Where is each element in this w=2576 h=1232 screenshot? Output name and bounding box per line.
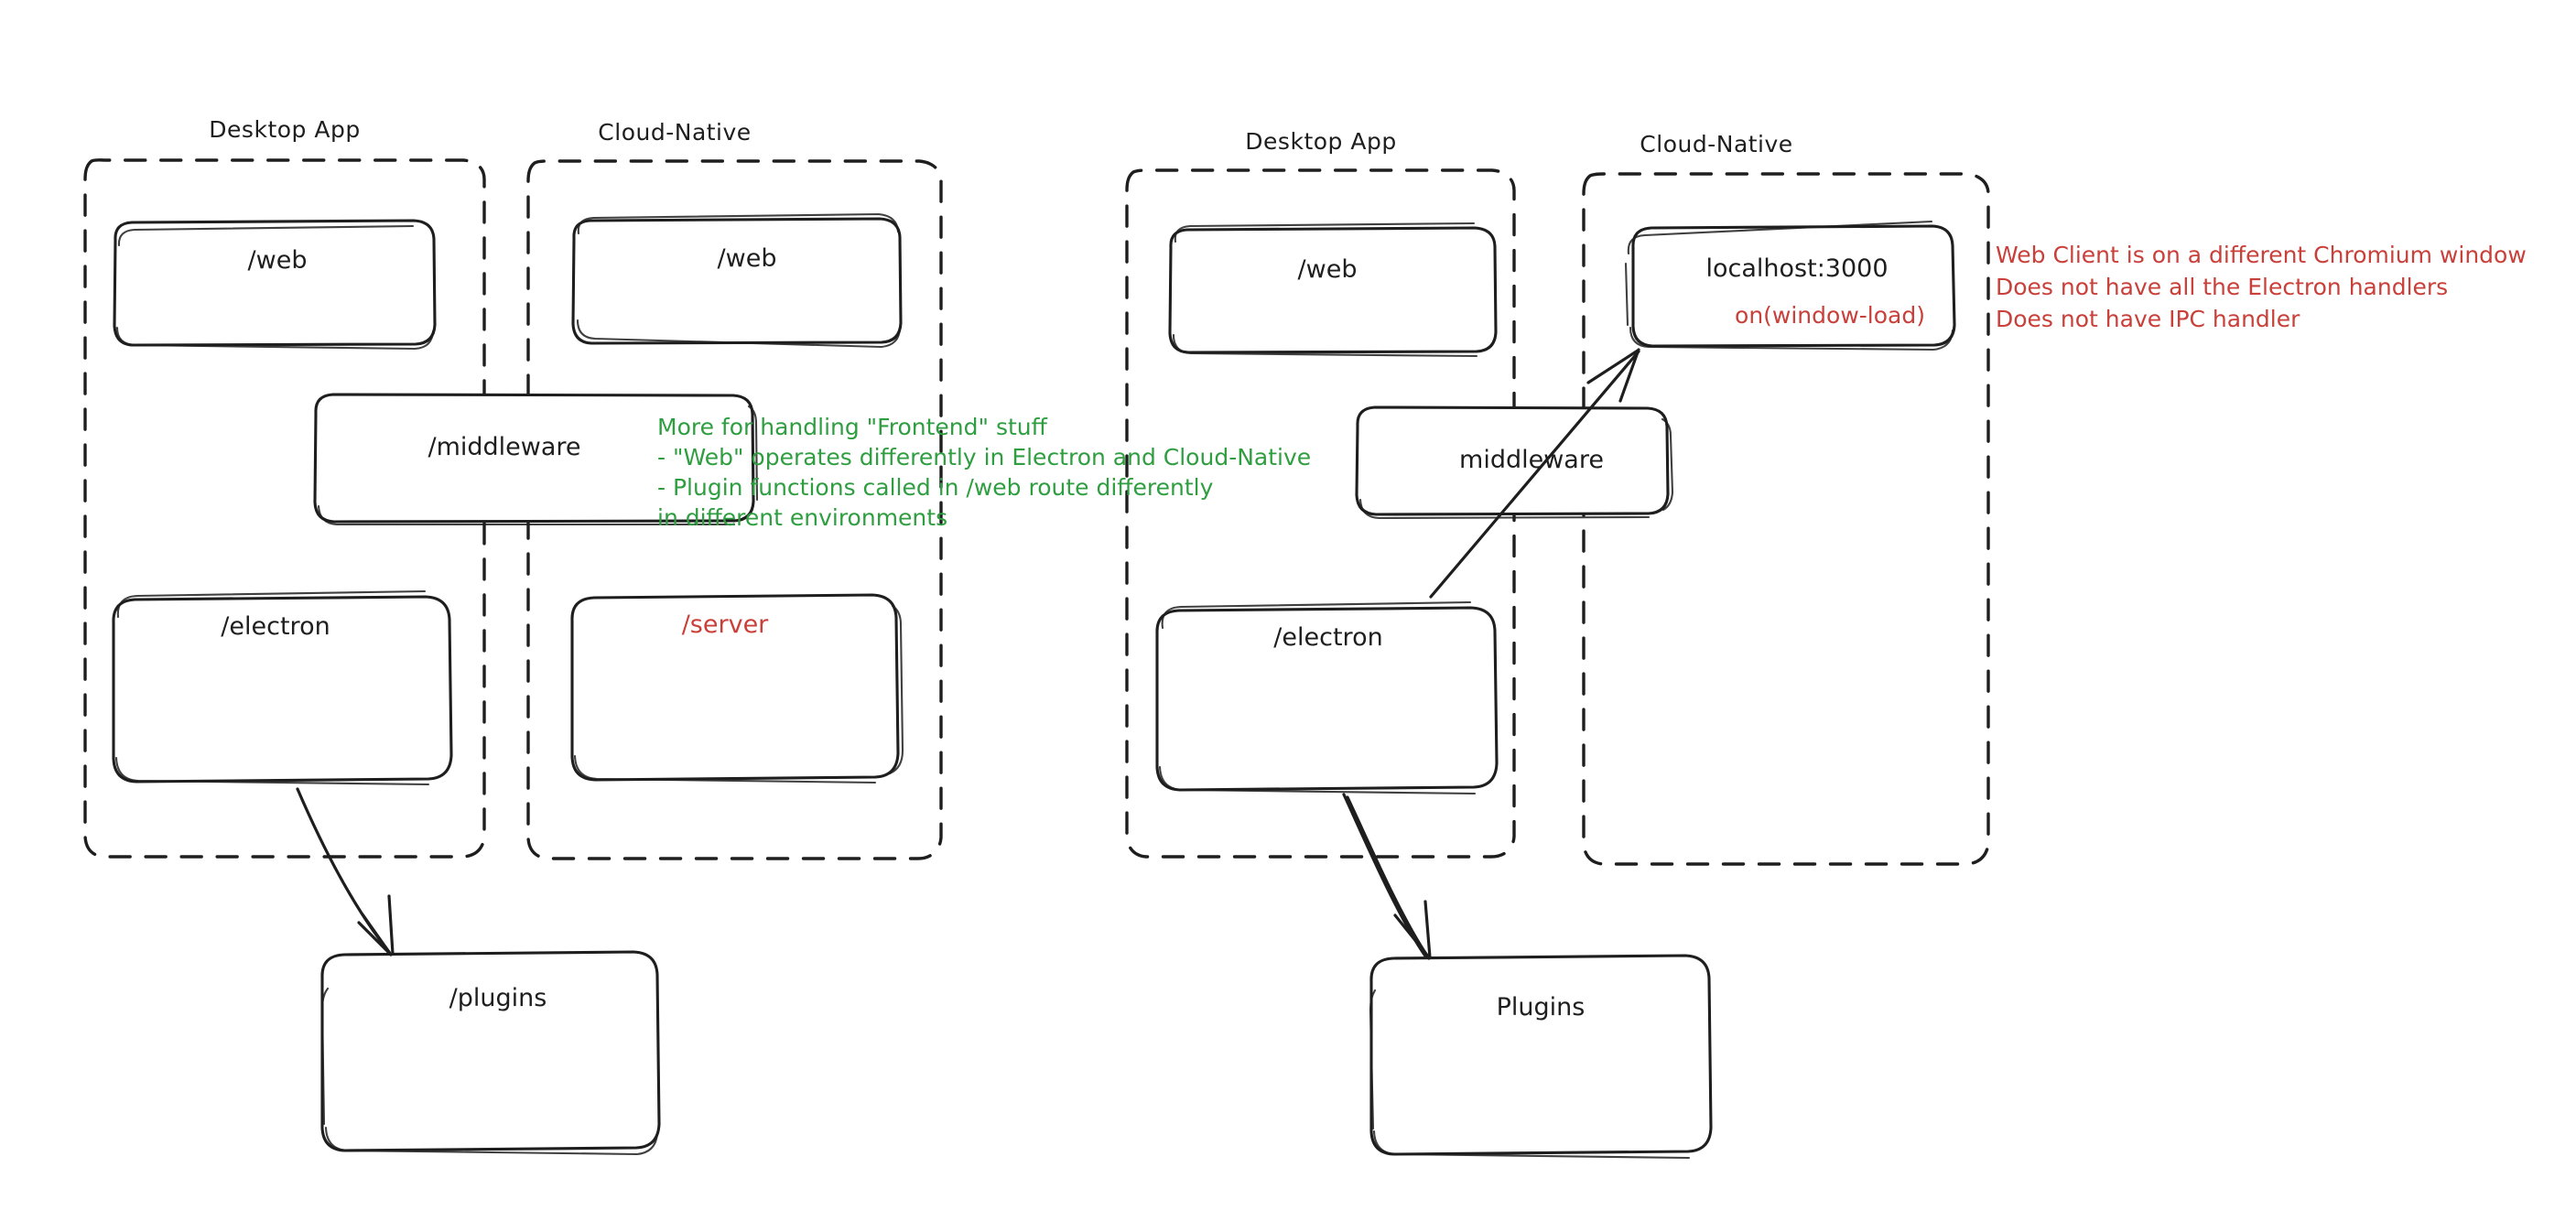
box-left-server <box>570 593 904 784</box>
group-title-left-desktop: Desktop App <box>209 116 361 143</box>
annotation-left-green-line-3: - Plugin functions called in /web route … <box>657 474 1214 501</box>
box-right-localhost <box>1624 220 1956 351</box>
group-title-right-cloud: Cloud-Native <box>1640 131 1793 157</box>
box-right-desktop-web <box>1168 222 1498 358</box>
box-left-cloud-web <box>571 212 903 349</box>
arrow-right-electron-plugins <box>1342 793 1432 960</box>
group-outline-right-desktop <box>1125 168 1516 859</box>
node-label-left-server: /server <box>681 611 769 639</box>
box-right-electron <box>1155 600 1499 795</box>
annotation-right-red-line-3: Does not have IPC handler <box>1996 306 2300 332</box>
annotation-left-green-line-2: - "Web" operates differently in Electron… <box>657 444 1312 470</box>
node-label-right-middleware: middleware <box>1459 446 1604 474</box>
annotation-right-red-line-1: Web Client is on a different Chromium wi… <box>1996 242 2527 268</box>
node-label-left-electron: /electron <box>221 612 330 641</box>
annotation-left-green-line-1: More for handling "Frontend" stuff <box>657 414 1047 440</box>
node-label-left-desktop-web: /web <box>247 246 308 275</box>
box-left-electron <box>112 589 453 786</box>
box-right-plugins <box>1369 954 1713 1160</box>
arrow-right-electron-localhost <box>1429 348 1640 599</box>
group-outline-left-desktop <box>83 158 486 859</box>
group-outline-left-cloud <box>526 159 943 860</box>
node-label-right-localhost: localhost:3000 <box>1705 254 1889 283</box>
node-label-left-cloud-web: /web <box>717 244 777 273</box>
box-left-plugins <box>320 950 661 1156</box>
node-label-right-plugins: Plugins <box>1496 993 1586 1021</box>
box-left-middleware <box>313 393 759 526</box>
node-label-right-electron: /electron <box>1273 623 1383 652</box>
annotation-left-green-line-4: in different environments <box>657 504 948 531</box>
group-title-right-desktop: Desktop App <box>1245 128 1397 155</box>
annotation-right-red-line-2: Does not have all the Electron handlers <box>1996 274 2449 300</box>
box-right-middleware <box>1355 405 1674 520</box>
node-label-right-desktop-web: /web <box>1297 255 1358 284</box>
group-title-left-cloud: Cloud-Native <box>598 119 752 146</box>
arrow-left-electron-plugins <box>296 787 395 956</box>
node-label-left-plugins: /plugins <box>449 984 547 1012</box>
box-left-desktop-web <box>113 219 437 351</box>
group-outline-right-cloud <box>1582 172 1990 866</box>
node-sublabel-right-onwindowload: on(window-load) <box>1735 302 1925 329</box>
node-label-left-middleware: /middleware <box>428 433 581 461</box>
